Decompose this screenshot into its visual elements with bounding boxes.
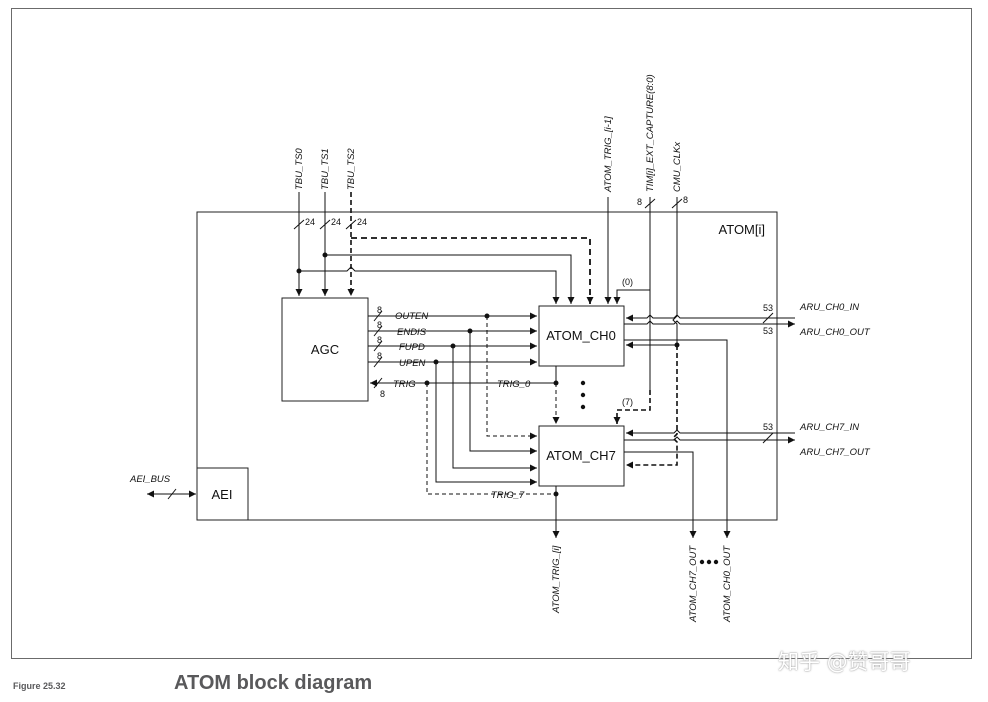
aei-bus-line <box>147 488 196 500</box>
trig-width: 8 <box>380 389 385 399</box>
outen-width: 8 <box>377 305 382 315</box>
fupd-width: 8 <box>377 335 382 345</box>
tbu-ts1-label: TBU_TS1 <box>320 148 331 190</box>
aru-ch7-out-label: ARU_CH7_OUT <box>799 447 871 458</box>
ts1-width: 24 <box>331 217 341 227</box>
channel-ellipsis <box>580 380 586 410</box>
tim-capture-line <box>613 197 656 424</box>
watermark: 知乎 @赞哥哥 <box>778 650 911 674</box>
endis-label: ENDIS <box>397 327 427 338</box>
atom-trig-prev-label: ATOM_TRIG_[i-1] <box>603 116 614 193</box>
figure-title: ATOM block diagram <box>174 672 373 694</box>
agc-endis-bus <box>368 325 537 337</box>
aei-block <box>196 467 249 521</box>
ts0-width: 24 <box>305 217 315 227</box>
aru-ch7-in-line <box>626 429 795 444</box>
aru0-out-width: 53 <box>763 326 773 336</box>
aei-bus-label: AEI_BUS <box>129 474 171 485</box>
atom-ch7-label: ATOM_CH7 <box>546 448 616 463</box>
atom-ch7-out-line <box>624 451 697 538</box>
atom-block <box>196 211 778 521</box>
aru-ch0-out-line <box>624 320 795 328</box>
atom-ch7-block <box>538 425 625 487</box>
tbu-ts0-label: TBU_TS0 <box>294 148 305 190</box>
atom-ch0-out-line <box>624 339 731 538</box>
tim-width: 8 <box>637 197 642 207</box>
aru0-width: 53 <box>763 303 773 313</box>
tbu-ts1-line <box>319 192 331 296</box>
sel0-label: (0) <box>622 277 633 287</box>
aru-ch0-out-label: ARU_CH0_OUT <box>799 327 871 338</box>
tbu-ts2-label: TBU_TS2 <box>346 148 357 190</box>
figure-caption: Figure 25.32 ATOM block diagram <box>13 672 372 695</box>
fupd-label: FUPD <box>399 342 425 353</box>
trig-7-label: TRIG_7 <box>491 490 525 501</box>
agc-block <box>281 297 369 402</box>
aru-ch7-in-label: ARU_CH7_IN <box>799 422 859 433</box>
out-ellipsis <box>699 559 719 565</box>
atom-trig-out-label: ATOM_TRIG_[i] <box>551 545 562 614</box>
control-to-ch7 <box>435 316 537 486</box>
atom-block-label: ATOM[i] <box>719 222 765 237</box>
figure-number: Figure 25.32 <box>13 681 66 691</box>
tbu-ts0-to-ch0 <box>296 266 560 304</box>
outen-label: OUTEN <box>395 311 428 322</box>
atom-ch0-label: ATOM_CH0 <box>546 328 616 343</box>
tbu-ts2-to-ch0 <box>351 237 594 304</box>
trig-label: TRIG <box>393 379 416 390</box>
ts2-width: 24 <box>357 217 367 227</box>
trig-0-label: TRIG_0 <box>497 379 531 390</box>
tbu-ts0-line <box>293 192 305 296</box>
agc-outen-bus <box>368 310 537 322</box>
aru7-width: 53 <box>763 422 773 432</box>
cmu-width: 8 <box>683 195 688 205</box>
tbu-ts1-to-ch0 <box>322 252 575 304</box>
aru-ch0-in-label: ARU_CH0_IN <box>799 302 859 313</box>
cmu-clk-line <box>626 197 683 469</box>
agc-label: AGC <box>311 342 339 357</box>
figure-frame <box>11 8 972 659</box>
upen-label: UPEN <box>399 358 426 369</box>
tbu-ts2-line <box>345 192 357 296</box>
aei-label: AEI <box>212 487 233 502</box>
cmu-clk-label: CMU_CLKx <box>672 141 683 192</box>
atom-ch7-out-label: ATOM_CH7_OUT <box>688 545 699 623</box>
aru-ch0-in-line <box>626 312 795 324</box>
endis-width: 8 <box>377 320 382 330</box>
aru-ch7-out-line <box>624 436 795 444</box>
atom-ch0-out-label: ATOM_CH0_OUT <box>722 545 733 623</box>
sel7-label: (7) <box>622 397 633 407</box>
upen-width: 8 <box>377 351 382 361</box>
tim-capture-label: TIM[i]_EXT_CAPTURE(8:0) <box>645 74 656 192</box>
atom-ch0-block <box>538 305 625 367</box>
